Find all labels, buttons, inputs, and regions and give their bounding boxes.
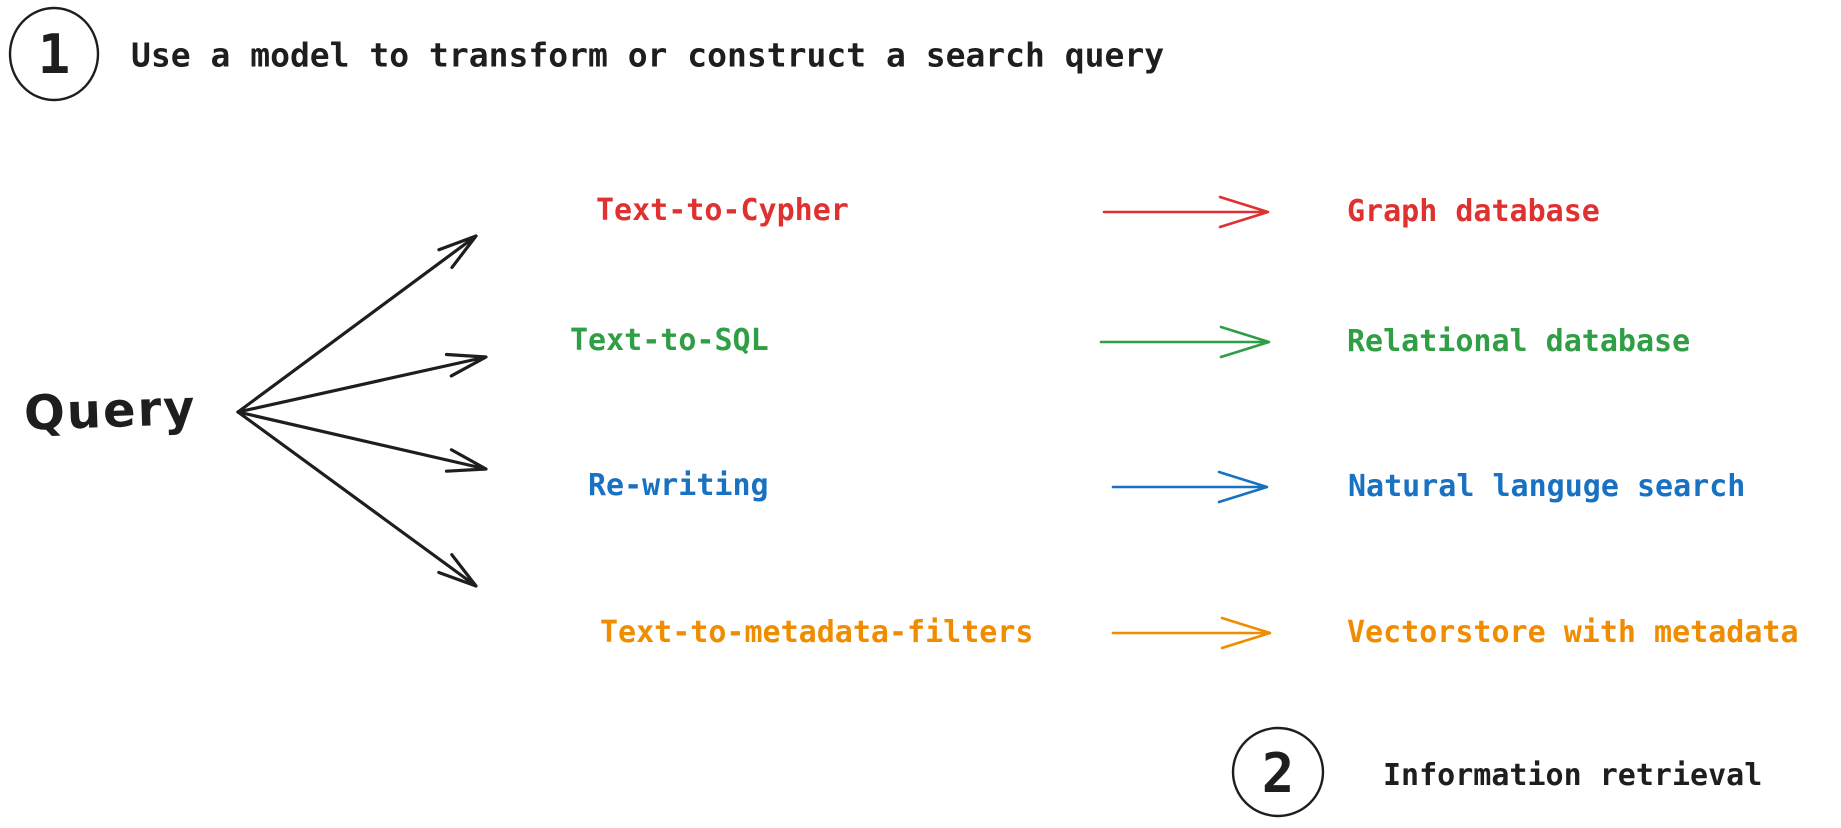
text-to-metadata-filters-arrow (1111, 616, 1272, 650)
step1-circle (8, 6, 100, 102)
query-fan-arrow-green (236, 352, 488, 414)
step2-circle (1231, 726, 1325, 818)
method-re-writing: Re-writing (588, 467, 769, 503)
method-text-to-cypher: Text-to-Cypher (596, 192, 849, 228)
step1-label: Use a model to transform or construct a … (131, 35, 1165, 75)
step1-number: 1 (37, 23, 71, 87)
arrow-layer (236, 195, 1272, 650)
method-text-to-sql: Text-to-SQL (570, 322, 769, 358)
target-graph-database: Graph database (1347, 193, 1600, 229)
step2-label: Information retrieval (1383, 757, 1763, 793)
target-relational-database: Relational database (1347, 323, 1691, 359)
step2-number: 2 (1261, 742, 1295, 806)
target-natural-language-search: Natural languge search (1348, 468, 1746, 504)
target-vectorstore-with-metadata: Vectorstore with metadata (1347, 614, 1799, 650)
query-fan-arrow-red (236, 234, 478, 414)
method-text-to-metadata-filters: Text-to-metadata-filters (600, 614, 1034, 650)
query-fan-arrow-orange (236, 410, 478, 588)
query-node-label: Query (23, 379, 198, 442)
query-fan-arrow-blue (236, 410, 488, 473)
text-to-cypher-arrow (1102, 195, 1270, 229)
re-writing-arrow (1111, 470, 1269, 504)
text-to-sql-arrow (1099, 325, 1271, 359)
